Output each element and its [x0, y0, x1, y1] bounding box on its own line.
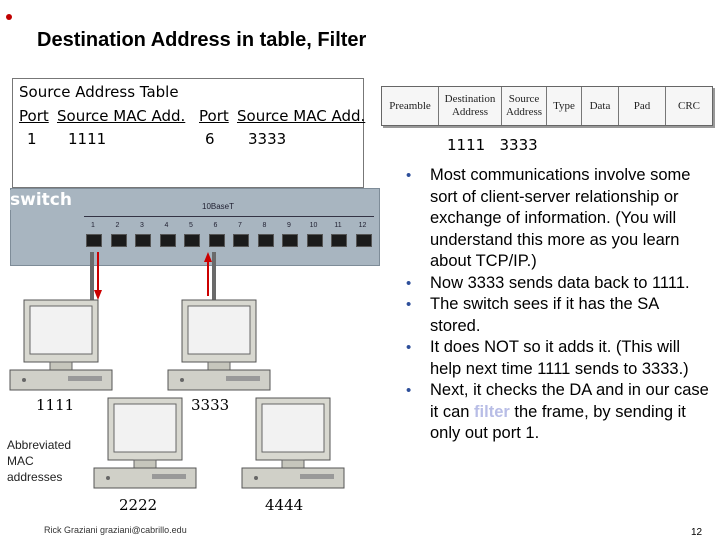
- port-number-3: 3: [140, 222, 144, 229]
- switch-port-11: [331, 234, 347, 247]
- port-number-12: 12: [358, 222, 367, 229]
- abbreviated-mac-note: Abbreviated MAC addresses: [7, 438, 72, 484]
- frame-field-type: Type: [547, 87, 582, 125]
- slide-number: 12: [691, 527, 703, 538]
- footer-credit: Rick Graziani graziani@cabrillo.edu: [44, 525, 187, 535]
- row-port2: 6: [205, 130, 215, 148]
- bullet-item: •Now 3333 sends data back to 1111.: [406, 273, 712, 295]
- host-label-3333: 3333: [191, 396, 230, 414]
- port-label-line: [84, 216, 374, 217]
- switch-port-6: [208, 234, 225, 247]
- bullet-dot-icon: •: [406, 382, 412, 399]
- col-port2-header: Port: [199, 107, 229, 125]
- bullet-list: •Most communications involve some sort o…: [406, 165, 712, 445]
- down-arrow-head: [94, 290, 102, 300]
- computer-3333: [167, 299, 271, 391]
- bullet-item: •The switch sees if it has the SA stored…: [406, 294, 712, 337]
- switch-port-1: [86, 234, 102, 247]
- row-mac2: 3333: [248, 130, 287, 148]
- bullet-dot-icon: •: [406, 274, 412, 292]
- table-heading: Source Address Table: [19, 83, 179, 101]
- host-label-1111: 1111: [36, 396, 75, 414]
- port-number-7: 7: [238, 222, 242, 229]
- switch-port-3: [135, 234, 151, 247]
- switch-port-7: [233, 234, 249, 247]
- slide-bullet-dot: [6, 14, 12, 20]
- port-number-2: 2: [115, 222, 120, 229]
- port-number-1: 1: [91, 222, 95, 229]
- host-label-2222: 2222: [119, 496, 158, 514]
- col-mac-header: Source MAC Add.: [57, 107, 186, 125]
- bullet-item: •It does NOT so it adds it. (This will h…: [406, 337, 712, 380]
- computer-1111: [9, 299, 113, 391]
- frame-field-destination: Destination Address: [439, 87, 502, 125]
- computer-4444: [241, 397, 345, 489]
- computer-2222: [93, 397, 197, 489]
- frame-field-crc: CRC: [677, 99, 700, 112]
- switch-port-2: [110, 234, 127, 247]
- bullet-item: •Next, it checks the DA and in our case …: [406, 380, 712, 445]
- frame-field-data: Data: [582, 87, 619, 125]
- port-number-9: 9: [287, 222, 291, 229]
- switch-port-5: [184, 234, 200, 247]
- port-number-10: 10: [309, 222, 318, 229]
- switch-port-9: [282, 234, 298, 247]
- port-number-11: 11: [334, 222, 342, 229]
- bullet-dot-icon: •: [406, 339, 412, 356]
- row-mac: 1111: [68, 130, 107, 148]
- bullet-dot-icon: •: [406, 296, 412, 313]
- switch-port-8: [257, 234, 274, 247]
- row-port: 1: [27, 130, 37, 148]
- bullet-item: •Most communications involve some sort o…: [406, 165, 712, 273]
- switch-port-4: [159, 234, 176, 247]
- col-mac2-header: Source MAC Add.: [237, 107, 366, 125]
- slide-title: Destination Address in table, Filter: [37, 29, 367, 51]
- port-number-6: 6: [213, 222, 218, 229]
- frame-field-preamble: Preamble: [382, 87, 439, 125]
- frame-address-values: 1111 3333: [447, 136, 538, 154]
- port-number-4: 4: [164, 222, 169, 229]
- host-label-4444: 4444: [265, 496, 304, 514]
- port-type-label: 10BaseT: [202, 202, 235, 211]
- col-port-header: Port: [19, 107, 49, 125]
- frame-field-source: Source Address: [502, 87, 547, 125]
- filter-highlight: filter: [474, 402, 510, 421]
- up-arrow-head: [204, 252, 212, 262]
- bullet-dot-icon: •: [406, 167, 412, 184]
- frame-field-pad: Pad: [619, 87, 666, 125]
- port-number-8: 8: [262, 222, 267, 229]
- ethernet-frame: Preamble Destination Address Source Addr…: [381, 86, 713, 126]
- switch-label: switch: [10, 190, 72, 210]
- switch-port-10: [306, 234, 323, 247]
- port-number-5: 5: [189, 222, 193, 229]
- source-address-table: Source Address Table Port Source MAC Add…: [12, 78, 366, 188]
- switch-port-12: [355, 234, 372, 247]
